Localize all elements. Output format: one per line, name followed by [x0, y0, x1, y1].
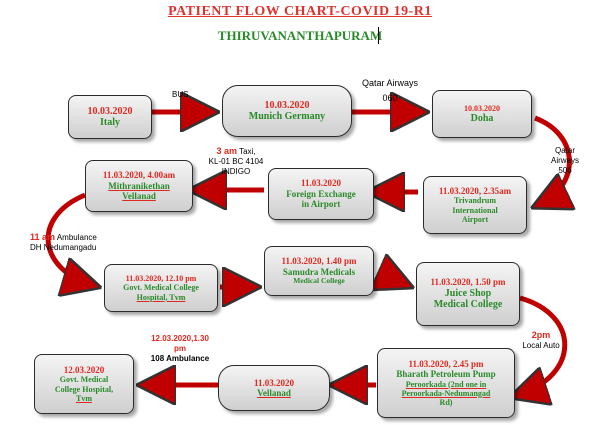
- label-ambulance-2: 12.03.2020,1.30 pm 108 Ambulance: [150, 334, 210, 363]
- label-qatar-airways-060: Qatar Airways 060: [361, 78, 419, 104]
- arrow-3-4: [535, 115, 569, 204]
- node-samudra-medicals: 11.03.2020, 1.40 pm Samudra Medicals Med…: [264, 246, 374, 296]
- node-mithranikethan: 11.03.2020, 4.00am Mithranikethan Vellan…: [85, 160, 193, 212]
- label-bus: BUS: [172, 90, 189, 99]
- label-local-auto: 2pm Local Auto: [522, 330, 560, 351]
- node-italy: 10.03.2020 Italy: [68, 95, 152, 139]
- node-bharath-petroleum: 11.03.2020, 2.45 pm Bharath Petroleum Pu…: [377, 348, 515, 418]
- node-foreign-exchange: 11.03.2020 Foreign Exchange in Airport: [268, 168, 374, 220]
- node-trivandrum-airport: 11.03.2020, 2.35am Trivandrum Internatio…: [423, 176, 527, 234]
- page-subtitle: THIRUVANANTHAPURAM: [217, 28, 383, 43]
- label-taxi: 3 am Taxi, KL-01 BC 4104 INDIGO: [208, 146, 264, 177]
- text-cursor: [378, 27, 379, 44]
- arrow-9-10: [518, 295, 568, 395]
- arrow-8-9: [378, 272, 405, 284]
- node-govt-medical-college: 11.03.2020, 12.10 pm Govt. Medical Colle…: [104, 264, 218, 312]
- label-qatar-airways-506: Qatar Airways 506: [550, 146, 579, 175]
- arrow-6-7: [45, 192, 92, 285]
- page-title: PATIENT FLOW CHART-COVID 19-R1: [168, 4, 432, 19]
- node-juice-shop: 11.03.2020, 1.50 pm Juice Shop Medical C…: [416, 262, 520, 326]
- node-vellanad: 11.03.2020 Vellanad: [218, 365, 330, 411]
- node-munich: 10.03.2020 Munich Germany: [222, 85, 352, 137]
- node-govt-medical-college-2: 12.03.2020 Govt. Medical College Hospita…: [34, 354, 134, 414]
- label-ambulance-1: 11 am Ambulance DH Nedumangadu: [30, 232, 97, 253]
- node-doha: 10.03.2020 Doha: [432, 90, 532, 138]
